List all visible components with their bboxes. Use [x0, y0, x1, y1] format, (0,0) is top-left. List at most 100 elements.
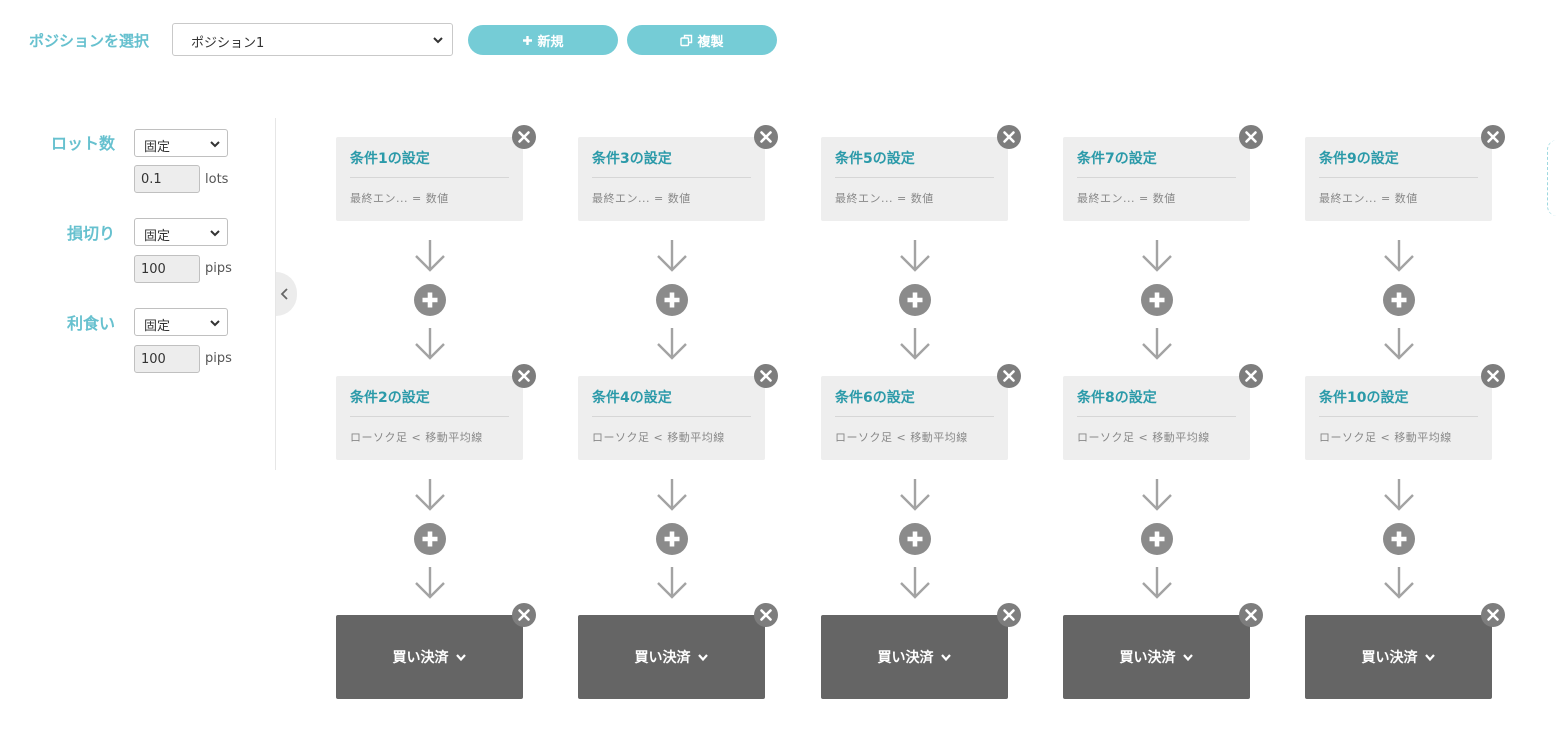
- arrow-down-icon: [1142, 240, 1172, 272]
- position-select[interactable]: ポジション1: [172, 23, 453, 56]
- flow-arrow: [412, 565, 448, 601]
- remove-condition-button[interactable]: [997, 125, 1021, 149]
- add-condition-button[interactable]: [414, 284, 446, 316]
- flow-arrow: [412, 326, 448, 362]
- condition-card[interactable]: 条件7の設定最終エン... = 数値: [1063, 137, 1250, 221]
- chevron-down-icon: [210, 320, 220, 327]
- condition-card[interactable]: 条件3の設定最終エン... = 数値: [578, 137, 765, 221]
- plus-circle-icon: [422, 531, 438, 547]
- arrow-down-icon: [900, 328, 930, 360]
- remove-action-button[interactable]: [1239, 603, 1263, 627]
- flow-arrow: [1139, 326, 1175, 362]
- remove-action-button[interactable]: [754, 603, 778, 627]
- position-select-value: ポジション1: [191, 36, 265, 51]
- condition-title: 条件8の設定: [1077, 390, 1157, 406]
- close-icon: [1487, 370, 1499, 382]
- lot-input[interactable]: 0.1: [134, 165, 200, 193]
- flow-column: 条件1の設定最終エン... = 数値条件2の設定ローソク足 < 移動平均線買い決…: [336, 0, 536, 732]
- remove-condition-button[interactable]: [512, 125, 536, 149]
- chevron-down-icon: [1424, 654, 1435, 662]
- close-icon: [1003, 131, 1015, 143]
- add-condition-button[interactable]: [1383, 523, 1415, 555]
- condition-title: 条件10の設定: [1319, 390, 1409, 406]
- condition-card[interactable]: 条件4の設定ローソク足 < 移動平均線: [578, 376, 765, 460]
- remove-condition-button[interactable]: [754, 364, 778, 388]
- arrow-down-icon: [415, 567, 445, 599]
- remove-condition-button[interactable]: [1481, 125, 1505, 149]
- remove-condition-button[interactable]: [1239, 364, 1263, 388]
- add-condition-button[interactable]: [414, 523, 446, 555]
- copy-icon: [680, 34, 693, 46]
- add-condition-button[interactable]: [1141, 523, 1173, 555]
- plus-circle-icon: [1391, 292, 1407, 308]
- condition-card[interactable]: 条件1の設定最終エン... = 数値: [336, 137, 523, 221]
- condition-title: 条件9の設定: [1319, 151, 1399, 167]
- close-icon: [1487, 131, 1499, 143]
- condition-description: ローソク足 < 移動平均線: [835, 431, 968, 444]
- settle-action-button[interactable]: 買い決済: [821, 615, 1008, 699]
- stop-loss-input[interactable]: 100: [134, 255, 200, 283]
- remove-condition-button[interactable]: [1481, 364, 1505, 388]
- flow-arrow: [1381, 326, 1417, 362]
- add-condition-button[interactable]: [1383, 284, 1415, 316]
- settle-action-label: 買い決済: [1361, 650, 1418, 666]
- condition-card[interactable]: 条件8の設定ローソク足 < 移動平均線: [1063, 376, 1250, 460]
- settle-action-button[interactable]: 買い決済: [1063, 615, 1250, 699]
- new-position-label: 新規: [537, 34, 564, 50]
- add-condition-button[interactable]: [899, 523, 931, 555]
- remove-action-button[interactable]: [1481, 603, 1505, 627]
- add-condition-button[interactable]: [1141, 284, 1173, 316]
- settle-action-button[interactable]: 買い決済: [578, 615, 765, 699]
- condition-divider: [592, 177, 751, 178]
- arrow-down-icon: [1384, 479, 1414, 511]
- lot-mode-select[interactable]: 固定: [134, 129, 228, 157]
- close-icon: [1003, 370, 1015, 382]
- settle-action-button[interactable]: 買い決済: [1305, 615, 1492, 699]
- copy-position-label: 複製: [697, 34, 724, 50]
- collapse-panel-button[interactable]: [276, 272, 297, 316]
- new-position-button[interactable]: 新規: [468, 25, 618, 55]
- close-icon: [760, 370, 772, 382]
- stop-loss-mode-select[interactable]: 固定: [134, 218, 228, 246]
- close-icon: [1245, 370, 1257, 382]
- condition-card[interactable]: 条件6の設定ローソク足 < 移動平均線: [821, 376, 1008, 460]
- add-condition-button[interactable]: [899, 284, 931, 316]
- arrow-down-icon: [1384, 328, 1414, 360]
- add-condition-button[interactable]: [656, 284, 688, 316]
- condition-title: 条件4の設定: [592, 390, 672, 406]
- flow-arrow: [412, 238, 448, 274]
- flow-arrow: [1139, 565, 1175, 601]
- remove-action-button[interactable]: [512, 603, 536, 627]
- remove-action-button[interactable]: [997, 603, 1021, 627]
- remove-condition-button[interactable]: [754, 125, 778, 149]
- condition-card[interactable]: 条件2の設定ローソク足 < 移動平均線: [336, 376, 523, 460]
- condition-title: 条件3の設定: [592, 151, 672, 167]
- take-profit-mode-select[interactable]: 固定: [134, 308, 228, 336]
- remove-condition-button[interactable]: [1239, 125, 1263, 149]
- arrow-down-icon: [1142, 328, 1172, 360]
- condition-card[interactable]: 条件10の設定ローソク足 < 移動平均線: [1305, 376, 1492, 460]
- condition-card[interactable]: 条件9の設定最終エン... = 数値: [1305, 137, 1492, 221]
- flow-column: 条件3の設定最終エン... = 数値条件4の設定ローソク足 < 移動平均線買い決…: [578, 0, 778, 732]
- condition-card[interactable]: 条件5の設定最終エン... = 数値: [821, 137, 1008, 221]
- take-profit-unit: pips: [205, 351, 232, 366]
- arrow-down-icon: [415, 479, 445, 511]
- lot-label: ロット数: [50, 134, 115, 153]
- take-profit-input[interactable]: 100: [134, 345, 200, 373]
- chevron-left-icon: [280, 288, 288, 300]
- arrow-down-icon: [1384, 240, 1414, 272]
- close-icon: [1003, 609, 1015, 621]
- remove-condition-button[interactable]: [512, 364, 536, 388]
- add-condition-button[interactable]: [656, 523, 688, 555]
- settle-action-button[interactable]: 買い決済: [336, 615, 523, 699]
- plus-circle-icon: [1391, 531, 1407, 547]
- remove-condition-button[interactable]: [997, 364, 1021, 388]
- condition-divider: [1077, 177, 1236, 178]
- position-toolbar: ポジションを選択 ポジション1 新規 複製: [0, 0, 1558, 70]
- condition-description: ローソク足 < 移動平均線: [350, 431, 483, 444]
- flow-arrow: [1381, 565, 1417, 601]
- arrow-down-icon: [415, 328, 445, 360]
- condition-description: 最終エン... = 数値: [1077, 192, 1176, 205]
- condition-title: 条件1の設定: [350, 151, 430, 167]
- copy-position-button[interactable]: 複製: [627, 25, 777, 55]
